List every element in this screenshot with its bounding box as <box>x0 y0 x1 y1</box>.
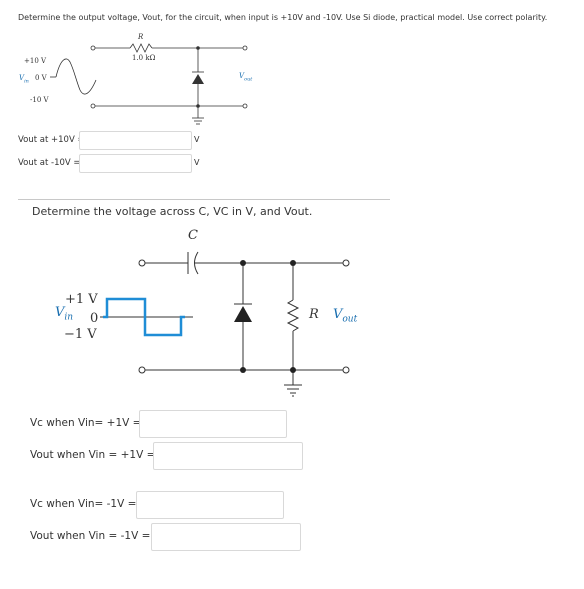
question1-prompt: Determine the output voltage, Vout, for … <box>18 13 548 22</box>
answer2-input[interactable] <box>79 154 192 173</box>
vin-label: Vin <box>19 74 29 85</box>
square-waveform <box>103 297 185 337</box>
diode1-icon <box>192 74 204 84</box>
vc-plus-label: Vc when Vin= +1V = <box>30 417 142 429</box>
answer2-unit: V <box>194 158 200 167</box>
capacitor-symbol-label: C <box>188 228 198 243</box>
input2-zero-label: 0 <box>90 311 99 326</box>
input2-low-label: −1 V <box>64 327 97 342</box>
vin2-label: Vin <box>55 305 74 323</box>
input2-high-label: +1 V <box>65 292 98 307</box>
answer1-input[interactable] <box>79 131 192 150</box>
input-zero-label: 0 V <box>35 74 47 82</box>
vout2-label: Vout <box>333 307 358 325</box>
resistor-value-label: 1.0 kΩ <box>132 54 156 62</box>
vout-label: Vout <box>239 72 253 83</box>
vout-minus-input[interactable] <box>151 523 301 551</box>
resistor-symbol-label: R <box>138 33 144 41</box>
vout-minus-label: Vout when Vin = -1V = <box>30 530 151 542</box>
answer1-label: Vout at +10V = <box>18 135 85 145</box>
vc-minus-label: Vc when Vin= -1V = <box>30 498 137 510</box>
section-divider <box>18 199 390 200</box>
resistor2-symbol-label: R <box>309 307 319 322</box>
vout-plus-input[interactable] <box>153 442 303 470</box>
vout-plus-label: Vout when Vin = +1V = <box>30 449 156 461</box>
vc-plus-input[interactable] <box>139 410 287 438</box>
diode2-icon <box>234 306 252 322</box>
question2-prompt: Determine the voltage across C, VC in V,… <box>32 205 313 218</box>
vc-minus-input[interactable] <box>136 491 284 519</box>
input-low-label: -10 V <box>30 96 49 104</box>
answer1-unit: V <box>194 135 200 144</box>
input-high-label: +10 V <box>24 57 47 65</box>
answer2-label: Vout at -10V = <box>18 158 81 168</box>
